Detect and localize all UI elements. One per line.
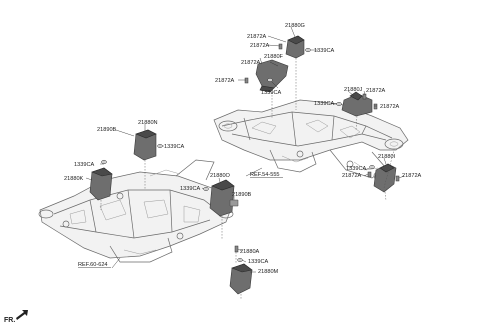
front-direction-indicator: FR. xyxy=(4,310,28,324)
mount-21880M xyxy=(229,263,253,295)
label-1339CA-c: 1339CA xyxy=(314,101,334,107)
washer-1339CA-f xyxy=(369,165,375,169)
mount-21880I xyxy=(373,163,397,193)
label-1339CA-e: 1339CA xyxy=(74,162,94,168)
label-21872A-c: 21872A xyxy=(241,60,261,66)
bolt-21872A-d xyxy=(244,77,249,84)
mount-21880K xyxy=(89,167,113,201)
bolt-21872A-f xyxy=(373,103,378,110)
label-21872A-e: 21872A xyxy=(366,88,386,94)
mount-21880G xyxy=(285,35,305,59)
mount-21880F xyxy=(255,59,289,93)
washer-1339CA-h xyxy=(237,258,243,262)
label-21872A-b: 21872A xyxy=(250,43,270,49)
label-21880G: 21880G xyxy=(285,23,305,29)
rear-subframe xyxy=(213,99,409,181)
ref-60-624[interactable]: REF.60-624 xyxy=(78,262,108,268)
callout-labels: 21880G 21872A 21872A 1339CA 21872A 21880… xyxy=(64,23,422,275)
washer-1339CA-e xyxy=(101,159,107,165)
label-21880N: 21880N xyxy=(138,120,158,126)
washer-1339CA-b xyxy=(267,78,273,82)
washer-1339CA-c xyxy=(336,102,342,106)
label-21872A-f: 21872A xyxy=(380,104,400,110)
washer-1339CA-d xyxy=(157,144,163,148)
label-1339CA-a: 1339CA xyxy=(314,48,334,54)
bolt-21872A-e xyxy=(362,93,367,100)
label-21880M: 21880M xyxy=(258,269,279,275)
label-1339CA-g: 1339CA xyxy=(180,186,200,192)
bolt-21880A xyxy=(234,245,239,253)
label-1339CA-h: 1339CA xyxy=(248,259,268,265)
label-21880K: 21880K xyxy=(64,176,84,182)
leader-lines xyxy=(85,26,405,300)
label-21890B-b: 21890B xyxy=(232,192,252,198)
label-21880I: 21880I xyxy=(378,154,396,160)
label-21890B-a: 21890B xyxy=(97,127,117,133)
ref-54-555[interactable]: REF.54-555 xyxy=(250,172,280,178)
bolt-21872A-a xyxy=(278,43,283,50)
label-21880A: 21880A xyxy=(240,249,260,255)
fr-label: FR. xyxy=(4,317,15,324)
bolt-21872A-h xyxy=(395,175,400,182)
label-21880J: 21880J xyxy=(344,87,363,93)
front-subframe xyxy=(38,159,234,263)
label-21872A-g: 21872A xyxy=(342,173,362,179)
mount-21880O xyxy=(209,179,235,217)
washer-1339CA-a xyxy=(305,47,311,53)
bracket-21890B-b xyxy=(229,199,239,207)
label-1339CA-d: 1339CA xyxy=(164,144,184,150)
front-arrow-icon xyxy=(16,310,28,320)
bolt-21872A-g xyxy=(367,171,372,178)
label-1339CA-b: 1339CA xyxy=(261,90,281,96)
label-21880O: 21880O xyxy=(210,173,231,179)
washer-1339CA-g xyxy=(203,187,209,191)
label-21872A-a: 21872A xyxy=(247,34,267,40)
mount-21880J xyxy=(341,91,373,117)
label-21872A-d: 21872A xyxy=(215,78,235,84)
label-1339CA-f: 1339CA xyxy=(346,166,366,172)
label-21872A-h: 21872A xyxy=(402,173,422,179)
label-21880F: 21880F xyxy=(264,54,284,60)
reference-labels: REF.54-555 REF.60-624 xyxy=(78,172,283,268)
mount-21880N xyxy=(133,129,157,161)
